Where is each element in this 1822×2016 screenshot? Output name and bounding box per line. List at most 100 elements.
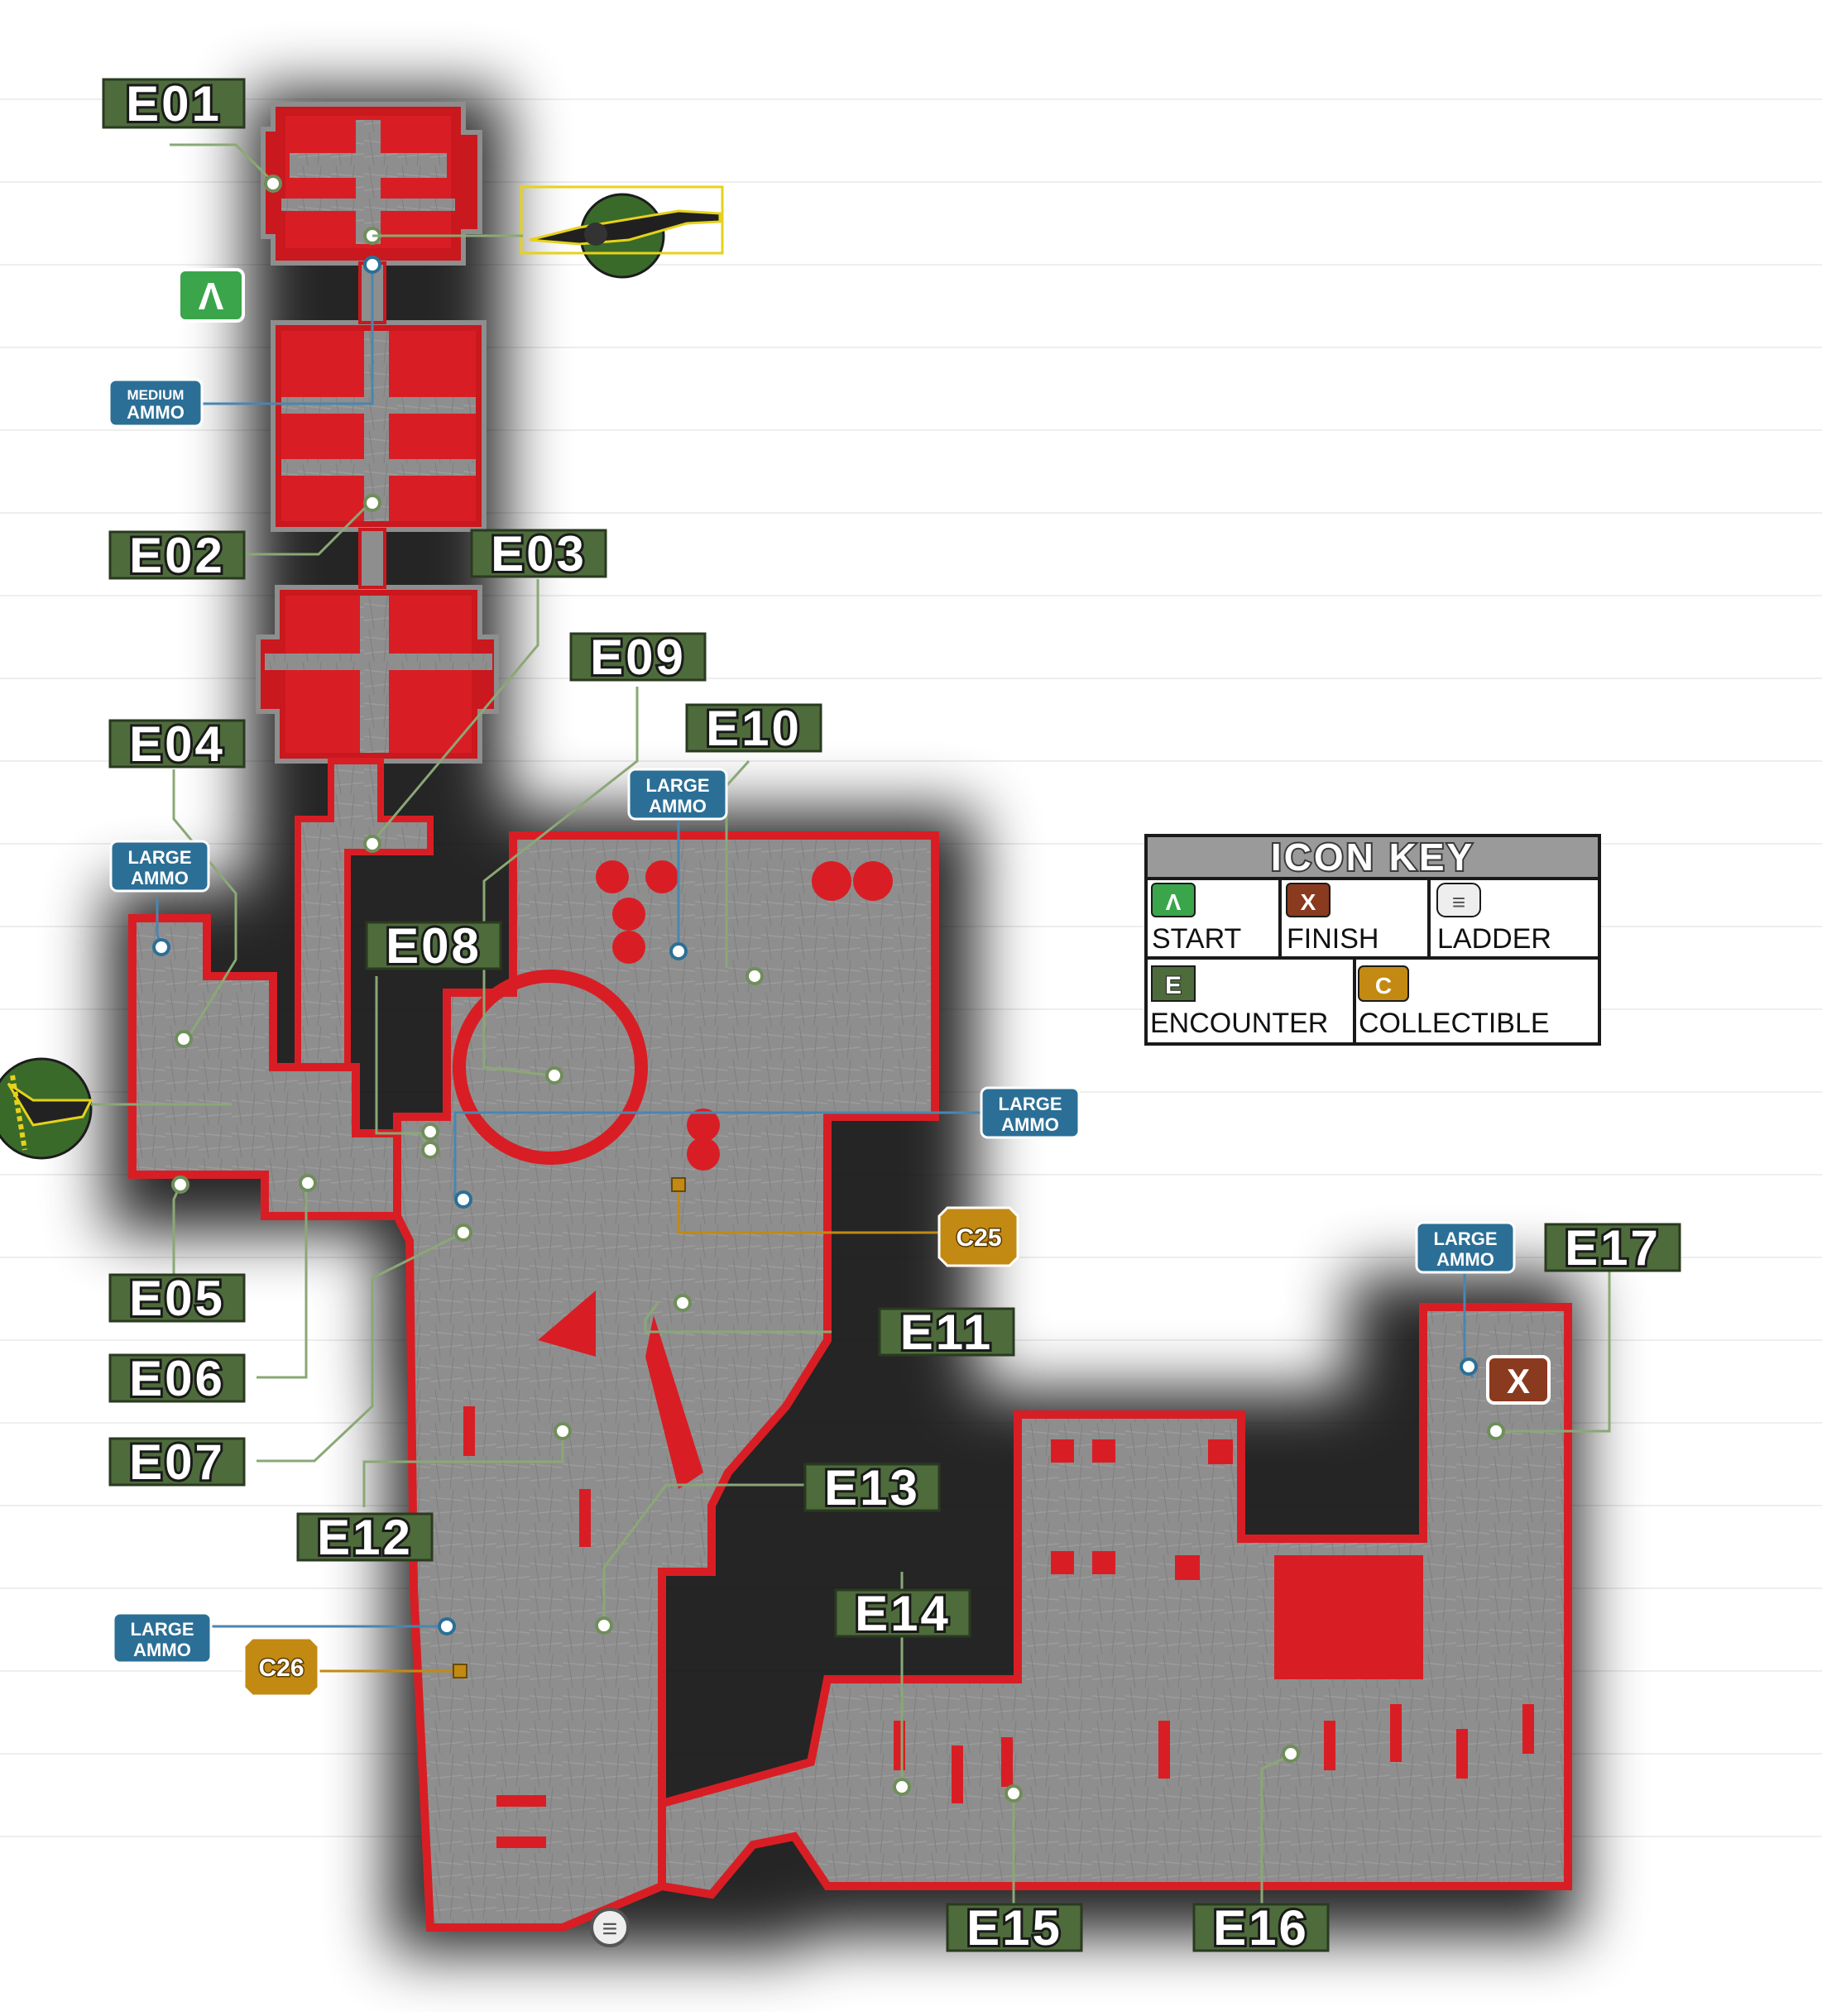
svg-text:LARGE: LARGE xyxy=(999,1094,1062,1114)
svg-text:C25: C25 xyxy=(956,1224,1001,1252)
sniper-rifle-pickup xyxy=(372,185,724,279)
e06-dot xyxy=(299,1174,317,1192)
icon-key-title: ICON KEY xyxy=(1271,836,1474,879)
e12-dot xyxy=(554,1422,572,1440)
svg-text:E09: E09 xyxy=(590,630,686,685)
svg-text:FINISH: FINISH xyxy=(1287,923,1378,955)
label-e01: E01 xyxy=(102,74,246,134)
e08-dot xyxy=(421,1123,439,1141)
label-e11: E11 xyxy=(878,1302,1015,1362)
e01-dot xyxy=(264,175,282,193)
collectible-dots xyxy=(453,1177,686,1678)
svg-text:START: START xyxy=(1152,923,1241,955)
svg-text:ENCOUNTER: ENCOUNTER xyxy=(1150,1008,1328,1039)
svg-text:E03: E03 xyxy=(491,526,587,582)
key-ladder: ≡ LADDER xyxy=(1436,883,1551,955)
svg-text:E: E xyxy=(1165,972,1182,999)
svg-text:E15: E15 xyxy=(966,1900,1062,1956)
svg-text:AMMO: AMMO xyxy=(127,402,185,423)
label-e06: E06 xyxy=(108,1348,246,1409)
chain-launcher-pickup xyxy=(0,1057,232,1160)
label-e16: E16 xyxy=(1192,1898,1330,1958)
e09-dot xyxy=(545,1066,563,1085)
e16-dot xyxy=(1282,1745,1300,1763)
ammo-label-large-5: LARGE AMMO xyxy=(112,1611,213,1664)
key-encounter: E ENCOUNTER xyxy=(1150,965,1328,1039)
room-north-2 xyxy=(271,320,487,532)
label-e07: E07 xyxy=(108,1432,246,1492)
label-e03: E03 xyxy=(470,524,607,584)
svg-text:AMMO: AMMO xyxy=(649,796,707,816)
e17-dot xyxy=(1487,1422,1505,1440)
svg-text:E04: E04 xyxy=(129,716,225,772)
svg-text:LARGE: LARGE xyxy=(646,775,710,796)
e15-dot xyxy=(1004,1784,1023,1803)
svg-text:E05: E05 xyxy=(129,1271,225,1326)
label-e15: E15 xyxy=(946,1898,1083,1958)
svg-text:AMMO: AMMO xyxy=(131,868,189,888)
svg-text:E07: E07 xyxy=(129,1434,225,1490)
ammo-label-large-2: LARGE AMMO xyxy=(109,840,210,893)
encounter-labels: E01 E02 E03 E04 E05 E06 E07 E08 xyxy=(102,74,1681,1958)
ammo-labels: MEDIUM AMMO LARGE AMMO LARGE AMMO LARGE … xyxy=(108,378,1516,1664)
svg-text:COLLECTIBLE: COLLECTIBLE xyxy=(1359,1008,1550,1039)
map-geometry xyxy=(128,102,1572,1932)
finish-glyph: X xyxy=(1507,1362,1530,1401)
svg-text:C26: C26 xyxy=(258,1654,304,1682)
label-c25: C25 xyxy=(937,1206,1019,1267)
start-marker: Λ xyxy=(177,268,245,323)
collectible-labels: C25 C26 xyxy=(242,1206,1019,1698)
finish-marker: X xyxy=(1486,1355,1551,1405)
room-north-3 xyxy=(256,585,499,764)
svg-text:LARGE: LARGE xyxy=(131,1619,194,1640)
svg-text:E16: E16 xyxy=(1213,1900,1309,1956)
label-e08: E08 xyxy=(365,916,502,976)
svg-text:E17: E17 xyxy=(1565,1220,1661,1276)
e14-dot xyxy=(893,1778,911,1796)
ammo-label-medium: MEDIUM AMMO xyxy=(108,378,204,428)
ladder-marker: ≡ xyxy=(590,1908,630,1947)
e11-dot xyxy=(674,1294,692,1312)
svg-text:E12: E12 xyxy=(317,1510,413,1565)
svg-text:≡: ≡ xyxy=(1452,889,1465,915)
svg-text:E02: E02 xyxy=(129,528,225,583)
e13-dot xyxy=(595,1616,613,1635)
svg-text:X: X xyxy=(1301,889,1316,915)
svg-text:E01: E01 xyxy=(126,76,222,132)
svg-text:LARGE: LARGE xyxy=(128,847,192,868)
svg-text:AMMO: AMMO xyxy=(1001,1114,1059,1135)
svg-text:E14: E14 xyxy=(855,1586,951,1641)
e08-dot-b xyxy=(421,1141,439,1159)
svg-text:LADDER: LADDER xyxy=(1437,923,1551,955)
label-e13: E13 xyxy=(803,1458,941,1518)
encounter-dots xyxy=(171,175,1505,1803)
label-c26: C26 xyxy=(242,1636,320,1698)
svg-text:Λ: Λ xyxy=(1166,889,1182,915)
svg-text:E08: E08 xyxy=(386,918,482,974)
e04-dot xyxy=(175,1030,193,1048)
label-e12: E12 xyxy=(296,1507,434,1568)
ammo-label-large-4: LARGE AMMO xyxy=(1415,1221,1516,1274)
svg-text:E10: E10 xyxy=(706,701,802,756)
label-e05: E05 xyxy=(108,1268,246,1329)
e10-dot xyxy=(746,967,764,985)
svg-text:E06: E06 xyxy=(129,1351,225,1406)
svg-text:E11: E11 xyxy=(900,1305,993,1360)
room-north-1 xyxy=(261,102,482,266)
label-e09: E09 xyxy=(569,627,707,687)
label-e17: E17 xyxy=(1544,1218,1681,1278)
label-e10: E10 xyxy=(685,698,822,759)
e05-dot xyxy=(171,1176,189,1194)
e02-dot xyxy=(363,494,381,512)
svg-text:AMMO: AMMO xyxy=(133,1640,191,1660)
svg-text:E13: E13 xyxy=(824,1460,920,1516)
label-e14: E14 xyxy=(834,1583,971,1644)
key-finish: X FINISH xyxy=(1286,883,1378,955)
svg-text:LARGE: LARGE xyxy=(1434,1228,1498,1249)
label-e04: E04 xyxy=(108,714,246,774)
ladder-glyph: ≡ xyxy=(602,1913,618,1943)
ammo-dots xyxy=(152,256,1478,1635)
ammo-label-large-1: LARGE AMMO xyxy=(627,768,728,821)
wall-details xyxy=(463,860,1534,1848)
